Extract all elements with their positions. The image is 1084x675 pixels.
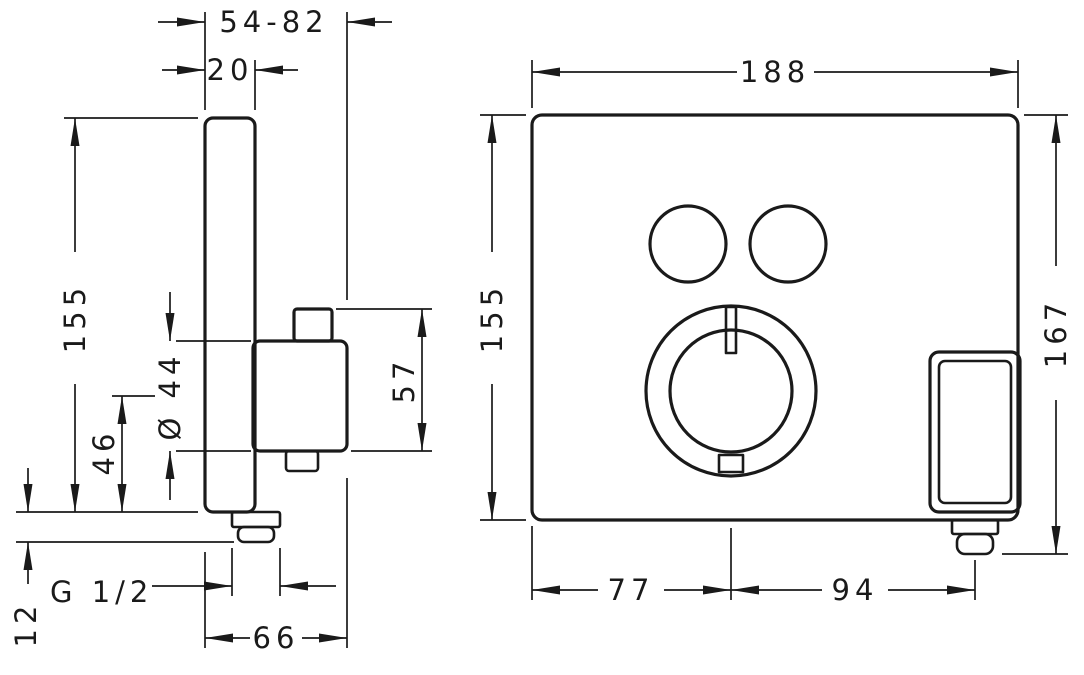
side-outlet-flange [230, 510, 282, 529]
side-view [203, 116, 349, 544]
side-outlet-nut [236, 525, 276, 544]
dim-label-outlet-from-knob-center: 94 [832, 573, 879, 607]
front-knob-bottom-notch [717, 453, 745, 474]
front-outlet-flange [950, 518, 1000, 536]
dim-plate-thickness: 20 [162, 53, 298, 110]
dim-label-total-depth: 66 [253, 621, 300, 655]
dim-outlet-from-knob-center: 94 [731, 560, 976, 607]
dim-label-plate-thickness: 20 [207, 53, 254, 87]
dim-knob-diameter: Ø 44 [153, 292, 251, 500]
dim-label-thread-size: G 1/2 [50, 575, 153, 609]
front-holder-outer [928, 350, 1022, 514]
dim-knob-center-from-left: 77 [531, 526, 732, 607]
dim-side-height: 155 [16, 117, 198, 513]
dim-label-front-width: 188 [740, 55, 810, 89]
dim-label-side-height: 155 [58, 283, 92, 353]
front-button-right [748, 204, 828, 284]
dim-handle-height: 57 [336, 308, 432, 452]
dim-front-width: 188 [531, 55, 1019, 108]
dim-label-front-height: 155 [475, 283, 509, 353]
front-view [530, 113, 1022, 556]
side-handle-nub [284, 449, 320, 473]
dim-thread-size: G 1/2 [50, 548, 336, 609]
dim-label-knob-diameter: Ø 44 [153, 352, 187, 441]
dim-label-knob-center-from-left: 77 [608, 573, 655, 607]
side-handle-step [292, 307, 334, 343]
front-outlet-nut [955, 532, 995, 556]
dim-depth-range: 54-82 [158, 5, 392, 300]
dim-total-depth: 66 [204, 478, 348, 655]
dim-outlet-projection: 12 [9, 468, 234, 647]
dim-label-outlet-projection: 12 [9, 601, 43, 648]
front-button-left [648, 204, 728, 284]
front-holder-inner [937, 359, 1013, 505]
front-knob-inner [668, 328, 794, 454]
dim-label-handle-height: 57 [387, 357, 421, 404]
front-plate [530, 113, 1020, 522]
front-knob-top-marker [724, 305, 738, 355]
dim-front-height: 155 [475, 114, 526, 521]
dim-total-height: 167 [1002, 114, 1073, 555]
dim-label-depth-range: 54-82 [219, 5, 328, 39]
dim-label-center-to-bottom: 46 [87, 429, 121, 476]
side-plate-profile [203, 116, 257, 514]
dim-center-to-bottom: 46 [87, 395, 155, 512]
dim-label-total-height: 167 [1039, 298, 1073, 368]
side-handle-body [251, 339, 349, 453]
